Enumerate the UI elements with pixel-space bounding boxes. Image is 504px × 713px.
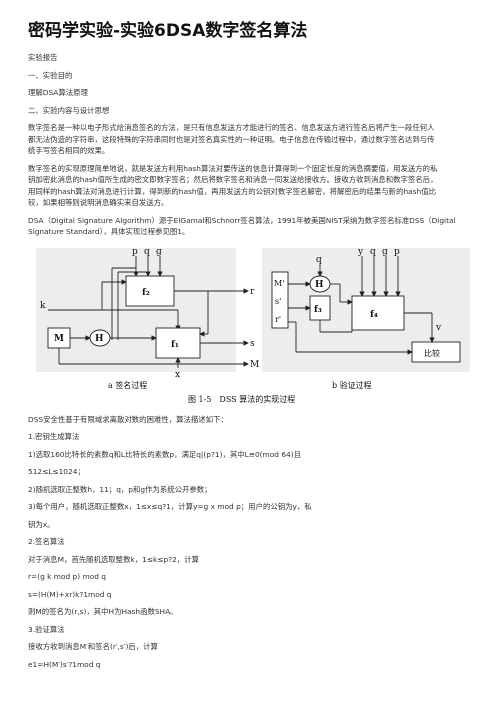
paragraph-line: 统手写签名相同的效果。	[28, 146, 110, 155]
keygen-heading: 1.密钥生成算法	[28, 432, 80, 441]
keygen-step: 2)随机选取正整数h，11；q，p和g作为系统公开参数；	[28, 484, 212, 494]
compare-box	[411, 341, 461, 362]
section-objective-body: 理解DSA算法原理	[28, 88, 88, 97]
f1-label: f₁	[171, 340, 179, 350]
s-prime-label: s'	[275, 297, 281, 306]
paragraph-line: 数字签名的实现原理简单地说，就是发送方利用hash算法对要传送的信息计算得到一个…	[28, 163, 438, 173]
sign-step: 则M的签名为(r,s)，其中H为Hash函数SHA。	[28, 607, 178, 616]
paragraph-line: 都无法伪造的字符串，这段特殊的字符串同时也是对签名真实性的一种证明。电子信息在传…	[28, 134, 435, 144]
report-label: 实验报告	[28, 53, 58, 62]
panel-b-label: b 验证过程	[332, 380, 372, 390]
q-label-b2: q	[370, 247, 376, 257]
page-title: 密码学实验-实验6DSA数字签名算法	[28, 21, 308, 41]
verify-heading: 3.验证算法	[28, 624, 65, 634]
received-message-box	[271, 271, 289, 328]
paragraph-line: 较，如果相等则说明消息确实来自发送方。	[28, 198, 169, 207]
p-label-b: p	[394, 247, 400, 257]
m-prime-label: M'	[274, 279, 284, 288]
sign-formula: s=(H(M)+xr)k?1mod q	[28, 589, 112, 599]
verify-step: 接收方收到消息M′和签名(r′,s′)后，计算	[28, 642, 158, 651]
q-label-b1: q	[316, 255, 322, 265]
f2-box	[125, 275, 175, 306]
paragraph-line: Signature Standard），具体实现过程参见图1。	[28, 227, 190, 236]
m-output-label: M	[250, 360, 259, 370]
k-label: k	[40, 301, 46, 311]
paragraph-line: 数字签名是一种以电子形式给消息签名的方法，是只有信息发送方才能进行的签名、信息发…	[28, 123, 435, 132]
paragraph-line: DSS安全性基于有限域求离散对数的困难性，算法描述如下：	[28, 414, 228, 424]
keygen-step: 钥为x。	[28, 519, 55, 529]
y-label: y	[357, 247, 364, 257]
keygen-step: 3)每个用户，随机选取正整数x，1≤x≤q?1，计算y=g x mod p；用户…	[28, 502, 312, 511]
sign-heading: 2.签名算法	[28, 537, 65, 546]
sign-formula: r=(g k mod p) mod q	[28, 572, 106, 581]
panel-a-label: a 签名过程	[108, 380, 147, 390]
g-label-a: g	[156, 247, 162, 257]
h-label-b: H	[315, 280, 324, 290]
compare-label: 比较	[424, 348, 440, 358]
keygen-step: 1)选取160比特长的素数q和L比特长的素数p，满足q|(p?1)，其中L≡0(…	[28, 449, 301, 459]
sign-step: 对于消息M，首先随机选取整数k，1≤k≤p?2，计算	[28, 554, 199, 564]
g-label-b: g	[382, 247, 388, 257]
v-label: v	[435, 323, 442, 333]
section-content-heading: 二、实验内容与设计思想	[28, 105, 110, 115]
f3-label: f₃	[314, 305, 322, 315]
f2-label: f₂	[142, 288, 150, 298]
figure-caption: 图 1-5 DSS 算法的实现过程	[188, 394, 295, 404]
dss-diagram: p q g f₂ r k M H f₁ x s M M' s' r' H f₃ …	[36, 247, 470, 404]
section-objective-heading: 一、实验目的	[28, 70, 73, 80]
p-label-a: p	[132, 247, 138, 257]
paragraph-line: 用同样的hash算法对消息进行计算，得到新的hash值，再用发送方的公钥对数字签…	[28, 186, 436, 196]
x-label: x	[175, 370, 180, 380]
verify-formula: e1=H(M′)s′?1mod q	[28, 659, 101, 669]
dss-figure: p q g f₂ r k M H f₁ x s M M' s' r' H f₃ …	[28, 242, 476, 412]
r-output-label: r	[250, 287, 255, 297]
paragraph-line: 钥加密此消息的hash值所生成的密文即数字签名；然后将数字签名和消息一同发送给接…	[28, 175, 438, 184]
s-output-label: s	[250, 339, 255, 349]
m-label-a: M	[54, 334, 64, 344]
q-label-a: q	[144, 247, 150, 257]
f1-box	[155, 327, 201, 358]
r-prime-label: r'	[275, 315, 281, 324]
f4-label: f₄	[370, 310, 378, 320]
h-label-a: H	[95, 334, 104, 344]
paragraph-line: DSA（Digital Signature Algorithm）源于ElGama…	[28, 215, 456, 225]
f4-box	[351, 295, 405, 330]
keygen-step: 512≤L≤1024；	[28, 467, 85, 476]
